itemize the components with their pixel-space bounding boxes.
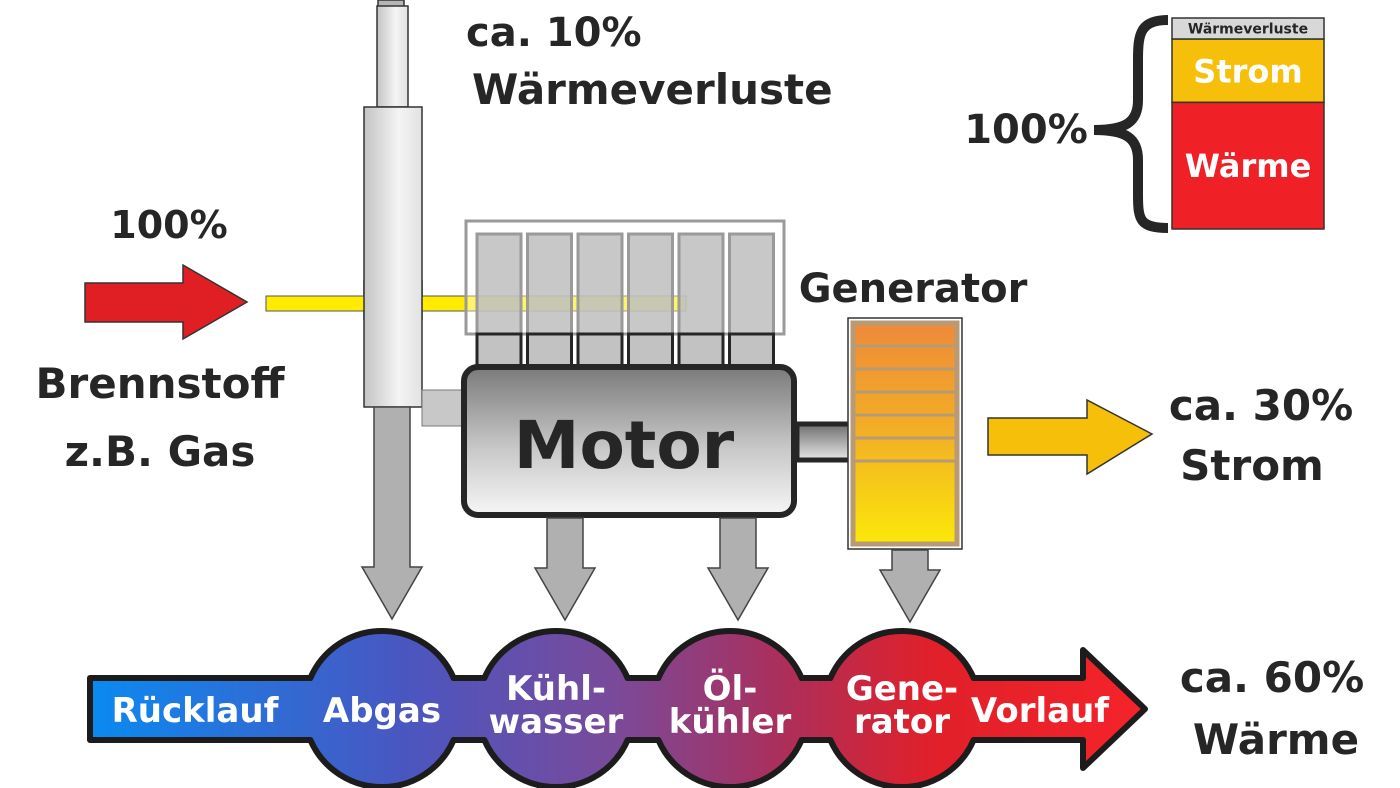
- losses-line1: ca. 10%: [466, 10, 642, 56]
- heat-output-line2: Wärme: [1193, 715, 1359, 764]
- exhaust-connector: [421, 389, 465, 427]
- cylinder-base: [576, 332, 624, 369]
- input-label-line1: Brennstoff: [36, 359, 286, 408]
- electricity-line1: ca. 30%: [1169, 381, 1353, 430]
- motor-label: Motor: [514, 407, 735, 484]
- chain-start-label: Rücklauf: [112, 691, 280, 731]
- motor-block: Motor: [461, 364, 797, 518]
- chain-node-label-line1: Öl-: [703, 668, 758, 709]
- heat-chain: Rücklauf Vorlauf Abgas Kühl-wasser Öl-kühler…: [87, 628, 1148, 788]
- losses-line2: Wärmeverluste: [472, 65, 833, 114]
- chain-node-label-line1: Gene-: [846, 669, 958, 709]
- heat-transfer-arrow: [360, 406, 424, 621]
- chain-node-label: Abgas: [323, 691, 441, 731]
- fuel-input-arrow: [84, 263, 249, 341]
- cylinder-base: [627, 332, 674, 369]
- cylinder-base: [677, 332, 725, 369]
- chain-end-label: Vorlauf: [971, 691, 1110, 731]
- heat-transfer-arrow: [706, 517, 770, 622]
- legend-segment-label: Strom: [1193, 52, 1302, 90]
- chain-node-label-line2: kühler: [669, 702, 792, 742]
- cylinder-base: [475, 332, 523, 369]
- heat-transfer-arrow: [533, 517, 597, 622]
- drive-shaft: [794, 421, 855, 463]
- cylinder-base: [728, 332, 775, 369]
- legend-total: 100%: [964, 107, 1088, 153]
- input-percent: 100%: [110, 203, 227, 247]
- legend-segment-label: Wärmeverluste: [1188, 22, 1308, 38]
- electricity-output-arrow: [987, 398, 1154, 476]
- chain-node-label-line2: rator: [854, 702, 950, 742]
- heat-transfer-arrow: [878, 549, 942, 624]
- exhaust-stack: [363, 0, 423, 408]
- cylinder-base: [526, 332, 573, 369]
- legend-segment: [1171, 38, 1325, 104]
- input-label-line2: z.B. Gas: [65, 427, 256, 476]
- chain-node-label-line1: Kühl-: [506, 669, 606, 709]
- chain-node-label-line2: wasser: [489, 702, 624, 742]
- heat-output-line1: ca. 60%: [1180, 653, 1364, 702]
- generator-block: Generator: [799, 266, 1028, 550]
- cylinder-block: [464, 219, 786, 369]
- legend-segment: [1171, 101, 1325, 230]
- legend-segment-label: Wärme: [1185, 147, 1312, 185]
- electricity-line2: Strom: [1180, 441, 1324, 490]
- legend-brace: [1093, 15, 1169, 233]
- generator-label: Generator: [799, 266, 1028, 312]
